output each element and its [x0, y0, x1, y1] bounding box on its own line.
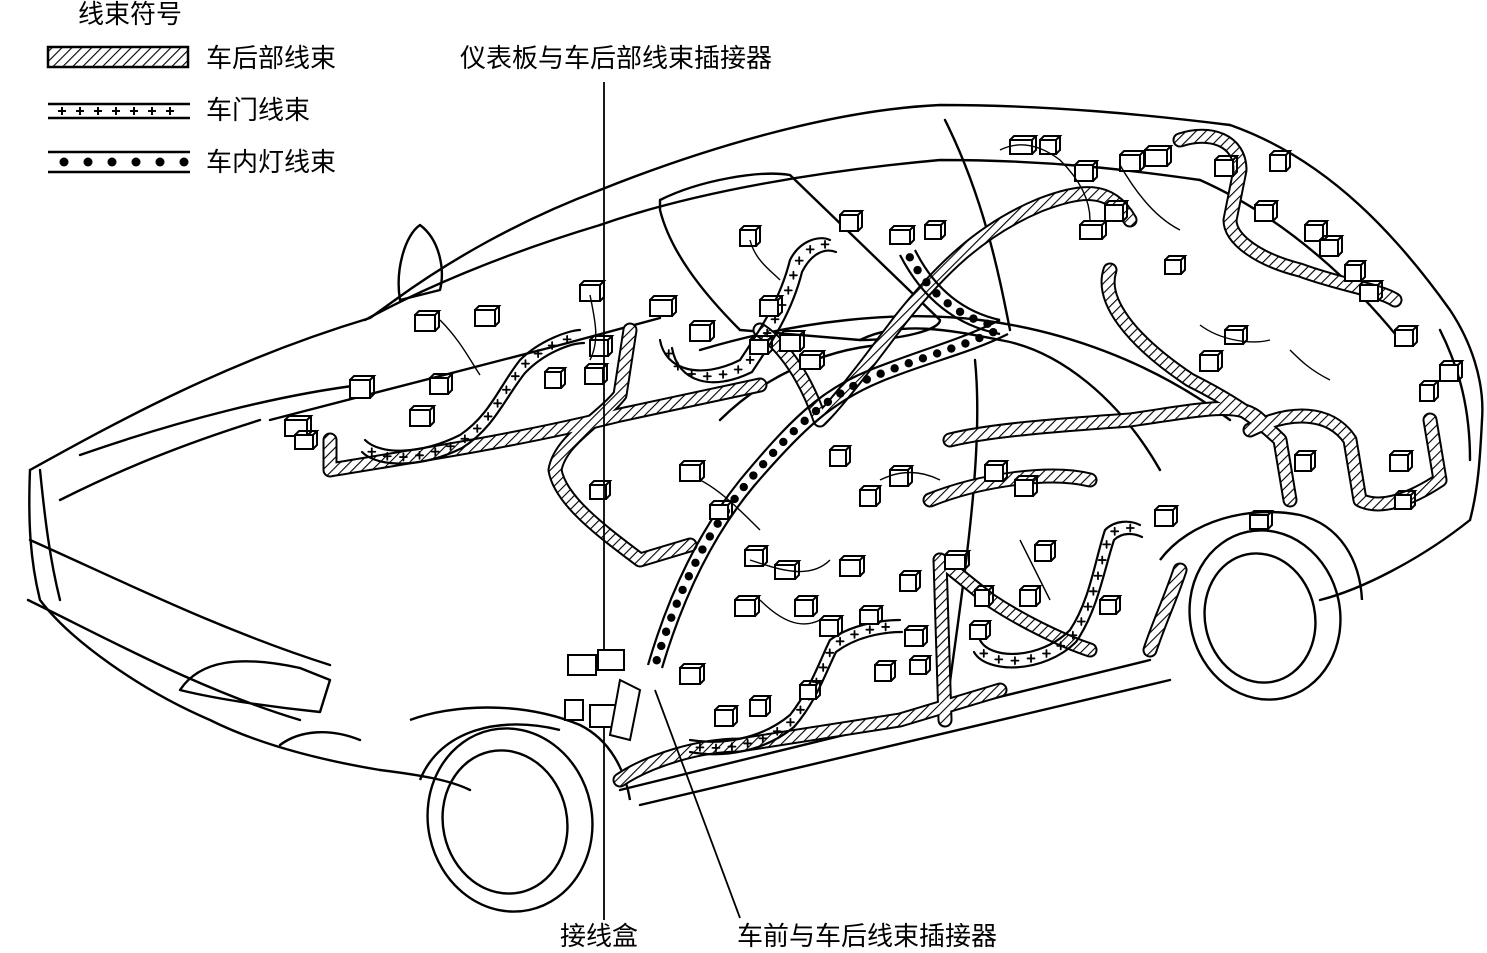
callout-front-rear-connector: 车前与车后线束插接器 [737, 922, 998, 952]
lamp-harness [646, 249, 1009, 669]
legend-title: 线束符号 [78, 0, 183, 30]
callout-leaders [603, 82, 741, 920]
rear-harness [322, 136, 1448, 788]
car-body [26, 103, 1484, 807]
legend-label-rear-harness: 车后部线束 [206, 44, 337, 74]
legend-label-interior-lamp-harness: 车内灯线束 [206, 148, 337, 178]
legend-swatch-door [48, 102, 190, 120]
legend-swatch-rear [46, 45, 190, 69]
junction-box [564, 649, 642, 742]
rear-wheel [1159, 510, 1364, 701]
fine-wiring [439, 144, 1331, 625]
legend-swatch-lamp [48, 150, 190, 174]
legend-label-door-harness: 车门线束 [206, 96, 311, 126]
callout-dashboard-rear-connector: 仪表板与车后部线束插接器 [460, 44, 773, 74]
front-wheel [409, 706, 632, 913]
connectors [284, 135, 1465, 727]
callout-junction-box: 接线盒 [560, 922, 639, 952]
